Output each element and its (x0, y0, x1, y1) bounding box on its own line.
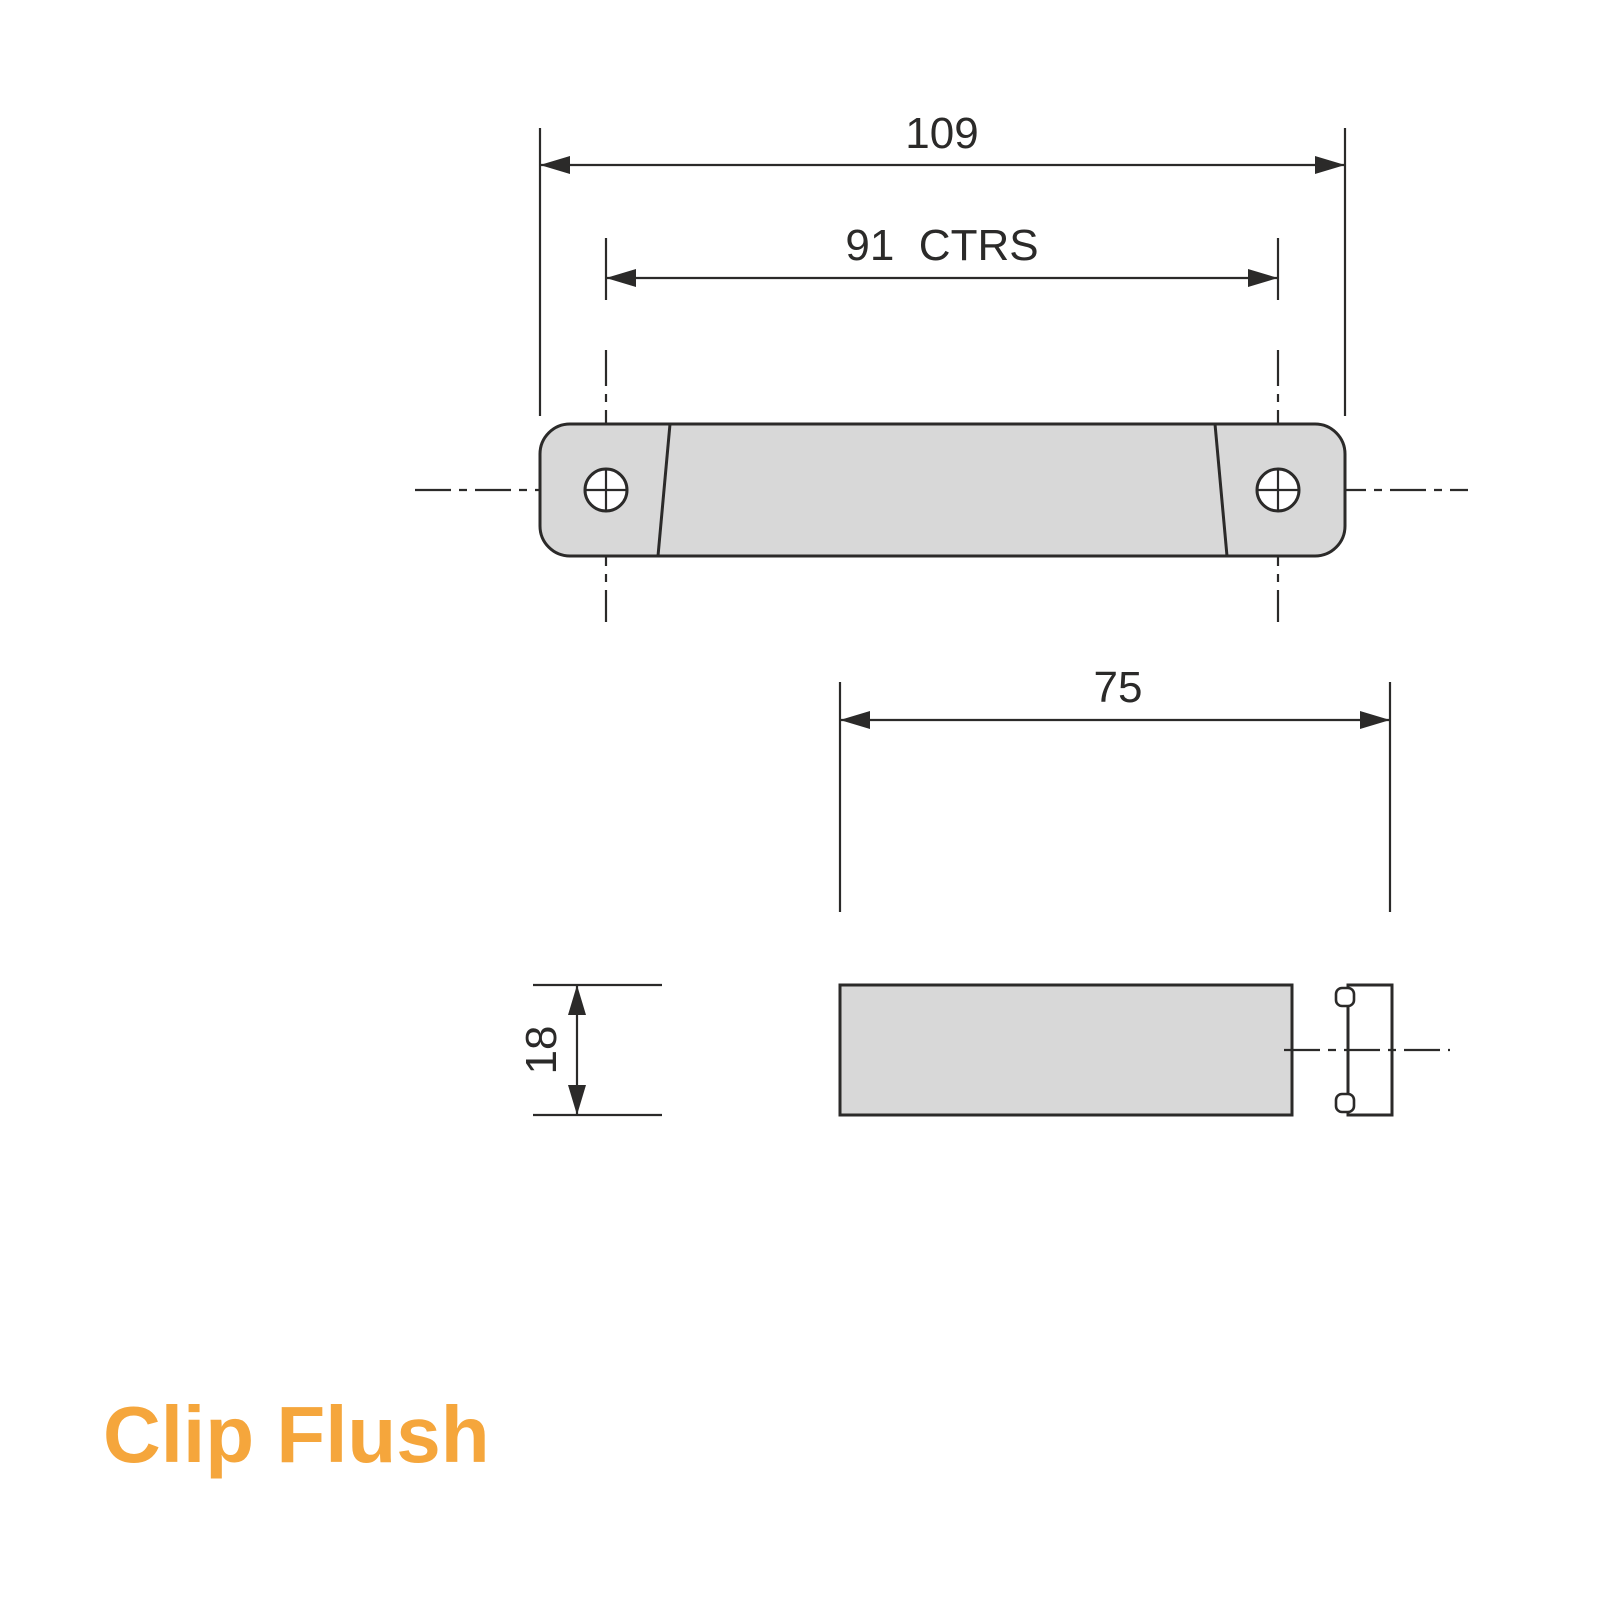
arrowhead-right (1315, 156, 1345, 174)
clip-tab-bottom (1334, 1092, 1356, 1114)
part-plan (538, 422, 1347, 558)
side-view: 75 18 (517, 663, 1450, 1117)
dimension-height: 18 (517, 983, 662, 1117)
right-cap-divider (1213, 423, 1229, 557)
part-side (838, 983, 1450, 1117)
page-title: Clip Flush (103, 1390, 490, 1479)
dimension-label-height: 18 (517, 1026, 566, 1075)
arrowhead-left (606, 269, 636, 287)
top-view: 109 91 CTRS (415, 109, 1468, 622)
arrowhead-top (568, 985, 586, 1015)
arrowhead-right (1248, 269, 1278, 287)
arrowhead-bottom (568, 1085, 586, 1115)
dimension-label-length: 75 (1094, 663, 1143, 712)
arrowhead-left (840, 711, 870, 729)
dimension-hole-centers: 91 CTRS (604, 221, 1280, 300)
part-body (538, 422, 1347, 558)
arrowhead-left (540, 156, 570, 174)
clip-tab-top (1334, 986, 1356, 1008)
dimension-body-length: 75 (838, 663, 1392, 912)
dimension-label-overall: 109 (905, 109, 978, 158)
arrowhead-right (1360, 711, 1390, 729)
dimension-overall-length: 109 (538, 109, 1347, 416)
dimension-label-centers: 91 CTRS (845, 221, 1038, 270)
part-body-side (838, 983, 1294, 1117)
left-cap-divider (656, 423, 672, 557)
